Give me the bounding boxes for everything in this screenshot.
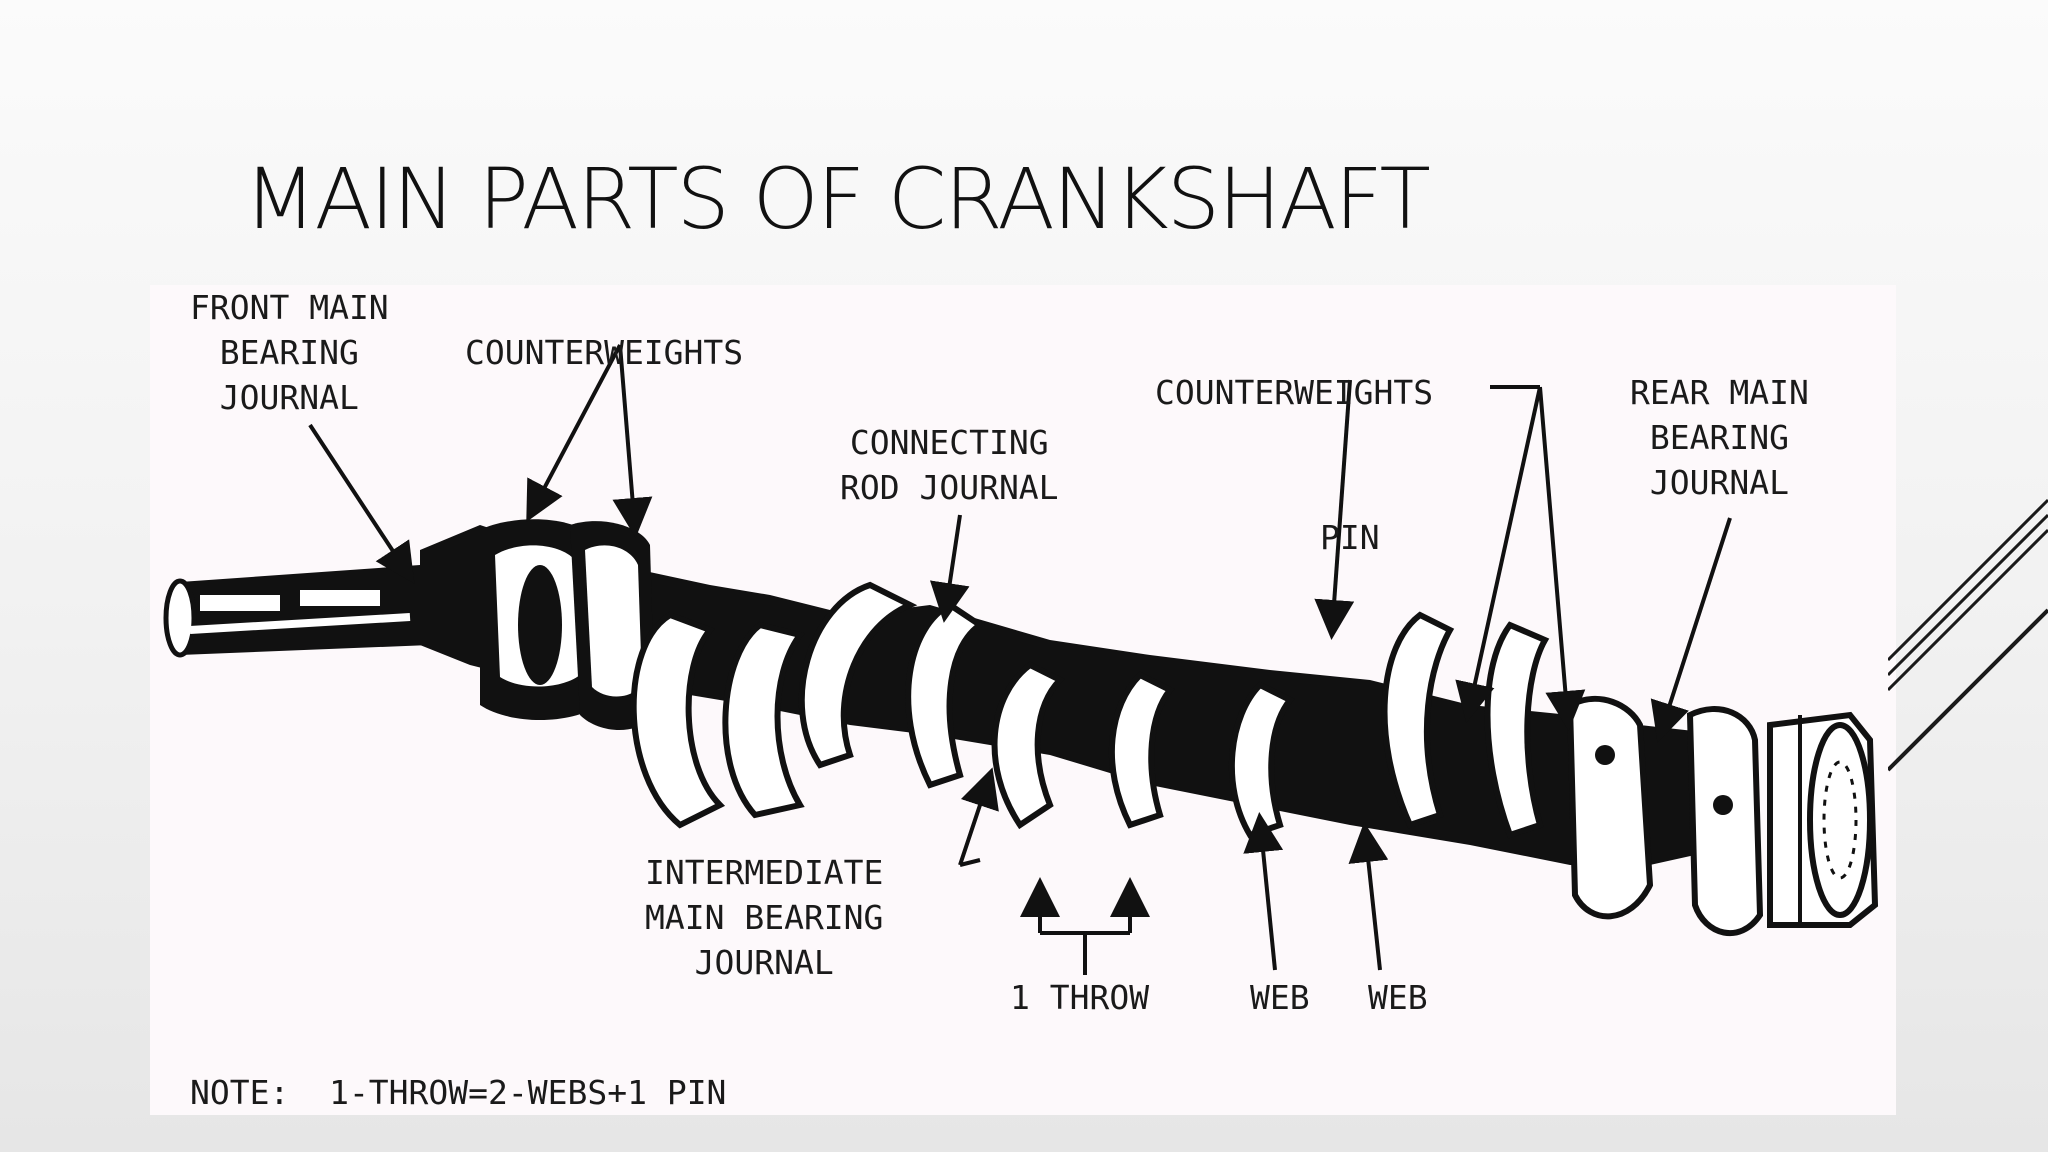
label-line: WEB [1368,978,1428,1017]
label-front-main-bearing-journal: FRONT MAIN BEARING JOURNAL [190,285,389,420]
label-line: MAIN BEARING [645,898,884,937]
label-line: INTERMEDIATE [645,853,884,892]
label-web-right: WEB [1368,975,1428,1020]
crankshaft-diagram: FRONT MAIN BEARING JOURNAL COUNTERWEIGHT… [150,285,1896,1115]
crankshaft-drawing [163,344,1879,975]
label-connecting-rod-journal: CONNECTING ROD JOURNAL [840,420,1059,510]
front-counterweights [480,519,655,730]
slide-title: MAIN PARTS OF CRANKSHAFT [244,150,1431,248]
corner-line-decoration [1888,498,2048,772]
label-counterweights-rear: COUNTERWEIGHTS [1155,370,1433,415]
label-web-left: WEB [1250,975,1310,1020]
label-line: PIN [1320,518,1380,557]
label-line: CONNECTING [849,423,1049,462]
label-line: 1 THROW [1010,978,1150,1017]
label-line: COUNTERWEIGHTS [1155,373,1434,412]
label-counterweights-front: COUNTERWEIGHTS [465,330,743,375]
label-note: NOTE: 1-THROW=2-WEBS+1 PIN [190,1070,726,1115]
label-line: COUNTERWEIGHTS [465,333,744,372]
rear-flange [1767,711,1879,928]
shaft-nose [163,565,430,658]
label-rear-main-bearing-journal: REAR MAIN BEARING JOURNAL [1630,370,1809,505]
label-line: JOURNAL [1649,463,1789,502]
label-line: BEARING [1649,418,1789,457]
crank-webs [630,581,1550,839]
label-line: REAR MAIN [1630,373,1809,412]
label-pin: PIN [1320,515,1380,560]
label-line: FRONT MAIN [190,288,389,327]
label-line: JOURNAL [694,943,834,982]
label-line: ROD JOURNAL [840,468,1059,507]
rear-counterweights [1566,695,1764,936]
label-line: BEARING [219,333,359,372]
label-line: WEB [1250,978,1310,1017]
label-line: JOURNAL [219,378,359,417]
label-intermediate-main-bearing-journal: INTERMEDIATE MAIN BEARING JOURNAL [645,850,883,985]
label-one-throw: 1 THROW [1010,975,1149,1020]
leader-arrows [308,344,1732,975]
label-line: NOTE: 1-THROW=2-WEBS+1 PIN [190,1073,727,1112]
